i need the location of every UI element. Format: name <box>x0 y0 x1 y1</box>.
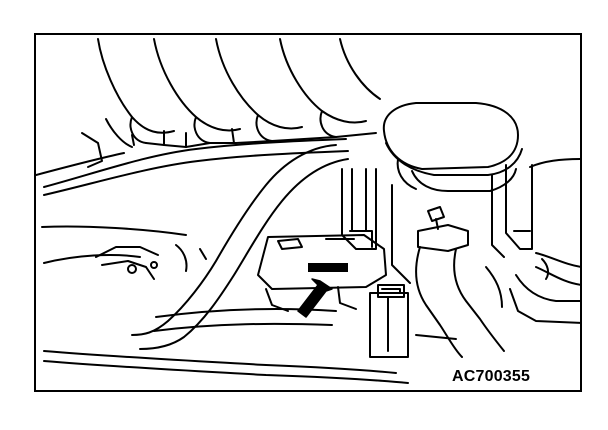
label-marker <box>308 263 348 272</box>
figure-code: AC700355 <box>452 368 531 385</box>
left-lower-details <box>41 225 207 280</box>
right-side-details <box>485 158 580 324</box>
engine-bay-illustration <box>36 38 580 384</box>
vertical-bracket <box>369 284 409 358</box>
lower-pipes <box>43 308 457 384</box>
curved-hose <box>131 144 349 350</box>
mounting-bracket <box>341 164 533 284</box>
pointer-arrow <box>297 278 333 318</box>
hose-clamp <box>415 206 505 358</box>
figure-frame: AC700355 <box>34 33 582 392</box>
intake-manifold <box>81 38 381 168</box>
radiator-cap <box>382 102 523 192</box>
central-component <box>257 234 387 312</box>
upper-hose <box>36 138 349 196</box>
